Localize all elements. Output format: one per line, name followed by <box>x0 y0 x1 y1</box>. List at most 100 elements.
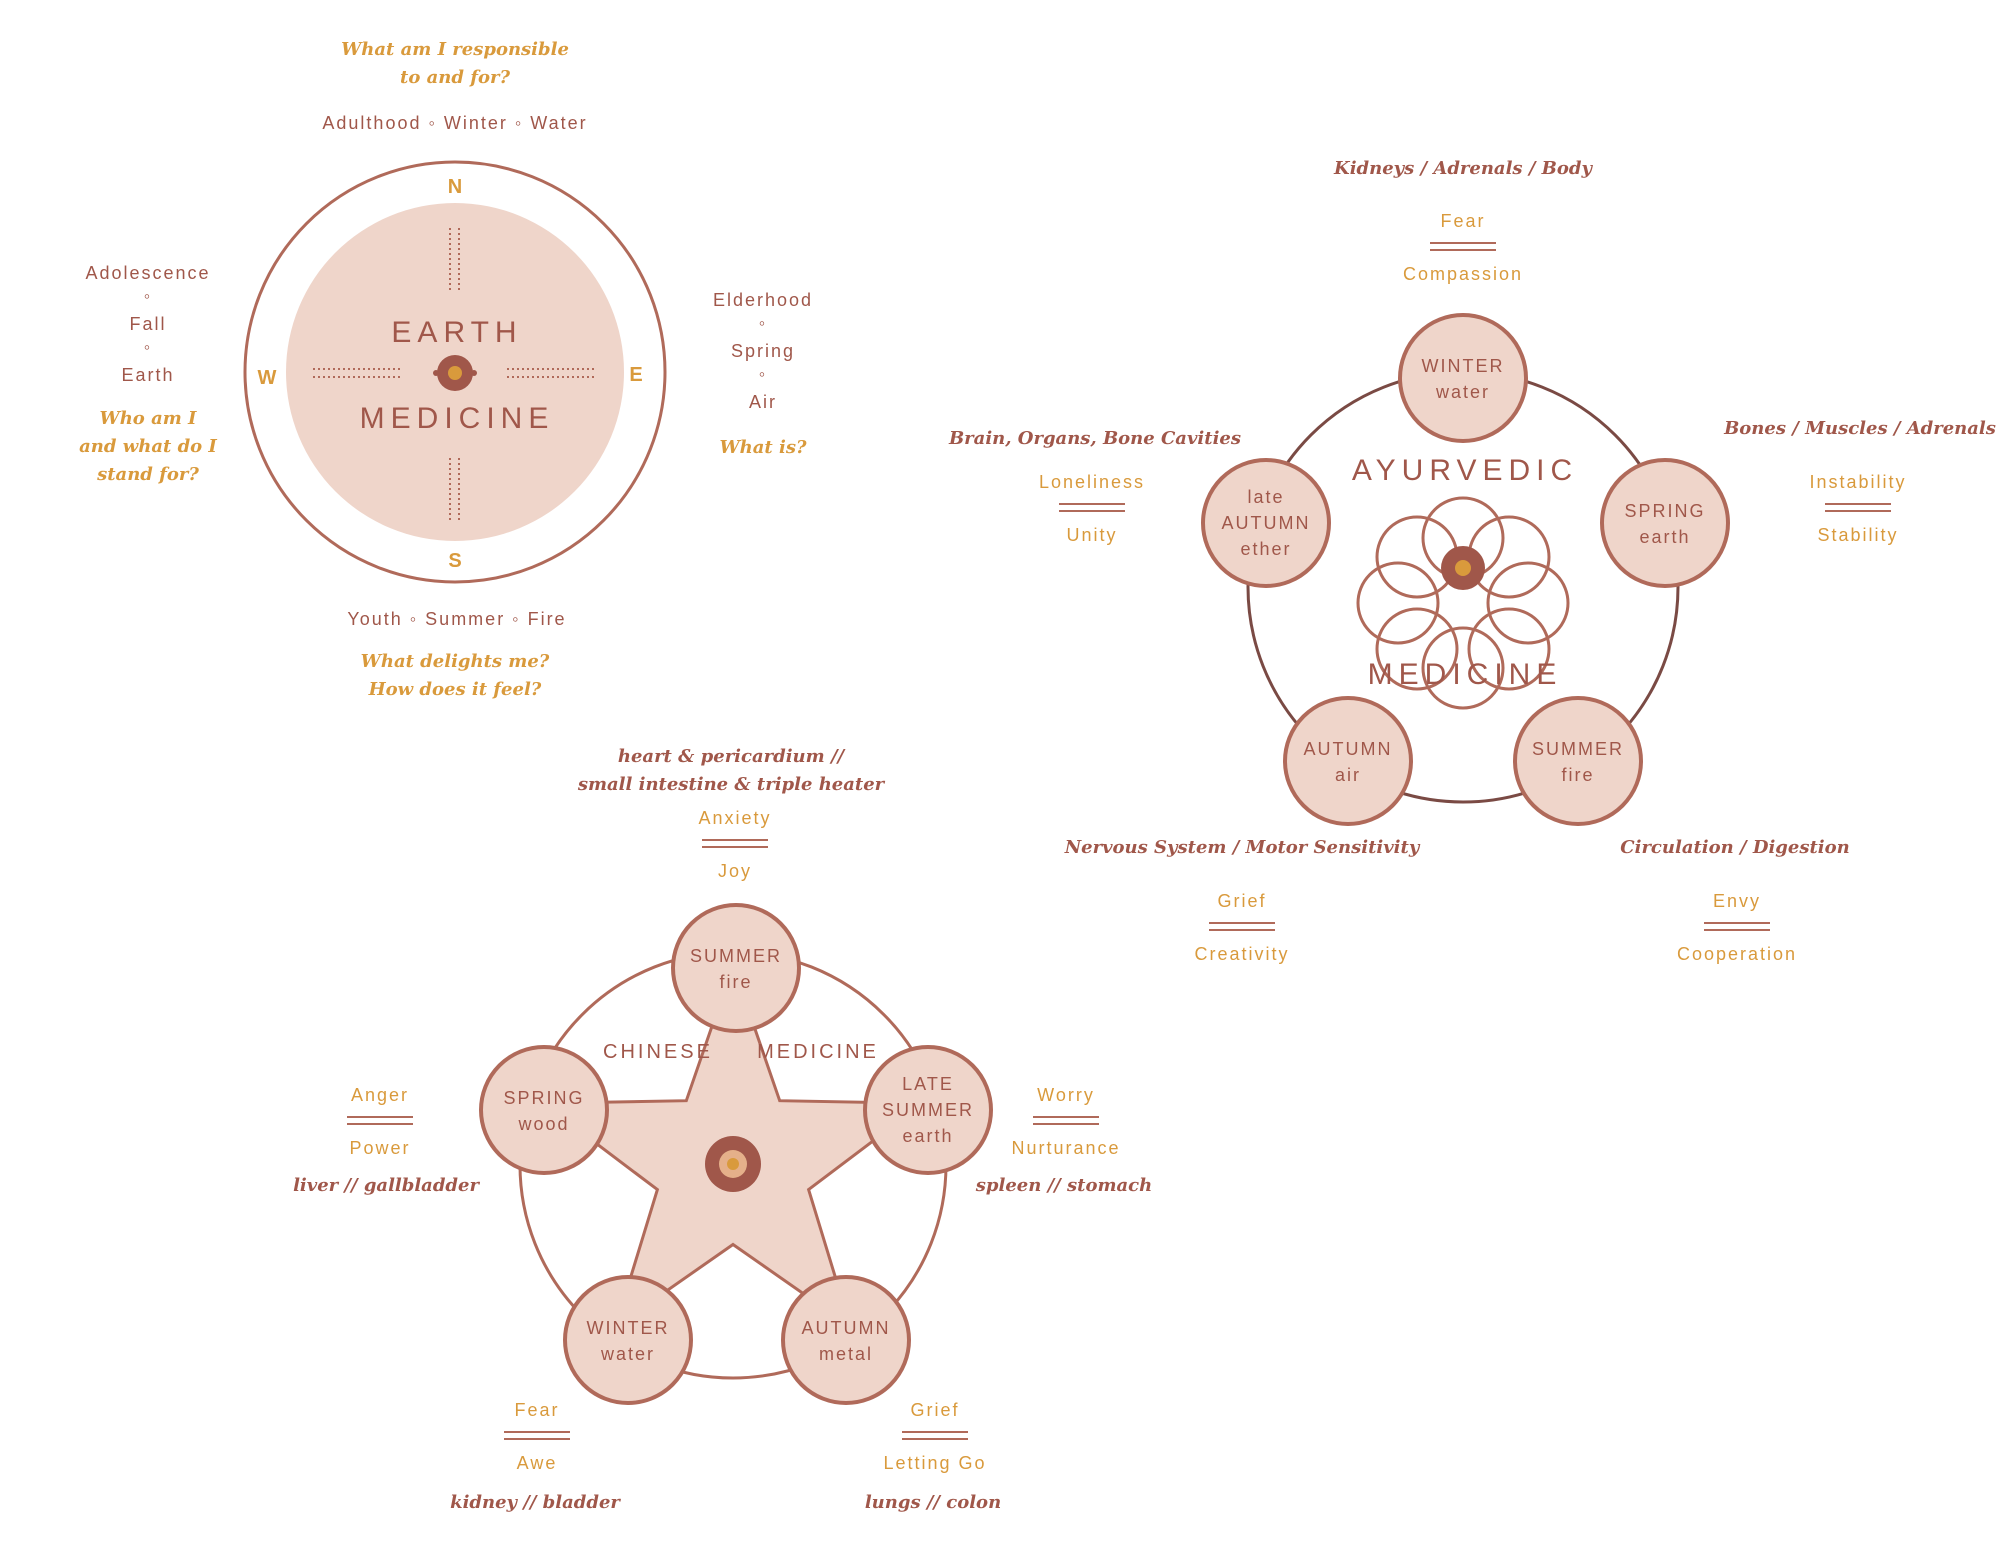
earth-north-question-1: What am I responsible <box>341 39 569 60</box>
ayurvedic-node-circle <box>1201 458 1331 588</box>
chinese-node-circle <box>671 903 801 1033</box>
earth-west-dot-2: ◦ <box>144 337 152 357</box>
ayurvedic-emotion-top: Fear <box>1440 211 1485 231</box>
earth-west-text-3: Earth <box>121 365 174 385</box>
chinese-title-left: CHINESE <box>603 1041 713 1063</box>
chinese-organ-label: spleen // stomach <box>975 1175 1152 1196</box>
ayurvedic-node-circle <box>1513 696 1643 826</box>
chinese-organ-label-2: small intestine & triple heater <box>577 774 886 795</box>
earth-south-question-2: How does it feel? <box>368 679 542 700</box>
ayurvedic-node-circle <box>1600 458 1730 588</box>
chinese-organ-label: heart & pericardium // <box>618 746 847 767</box>
earth-west-text-2: Fall <box>129 314 166 334</box>
ayurvedic-emotion-bottom: Cooperation <box>1677 944 1797 964</box>
chinese-diagram: CHINESE MEDICINE SUMMERfireLATESUMMERear… <box>293 746 1152 1513</box>
earth-north-labels: What am I responsible to and for? Adulth… <box>322 39 587 133</box>
chinese-node-element: earth <box>902 1126 953 1146</box>
chinese-emotion-top: Anxiety <box>698 808 771 828</box>
earth-west-dot-1: ◦ <box>144 286 152 306</box>
chinese-node-circle <box>863 1045 993 1175</box>
ayurvedic-organ-label: Kidneys / Adrenals / Body <box>1333 158 1593 179</box>
earth-west-question-2: and what do I <box>79 436 217 457</box>
chinese-emotion-bottom: Letting Go <box>883 1453 986 1473</box>
earth-east-text-3: Air <box>749 392 777 412</box>
earth-cross-lines <box>313 228 597 522</box>
chinese-title-right: MEDICINE <box>757 1041 879 1063</box>
ayurvedic-labels: Kidneys / Adrenals / BodyFearCompassionB… <box>948 158 1996 964</box>
earth-east-labels: Elderhood ◦ Spring ◦ Air What is? <box>713 290 813 458</box>
chinese-emotion-bottom: Nurturance <box>1011 1138 1120 1158</box>
compass-west: W <box>258 367 277 389</box>
compass-south: S <box>448 550 461 572</box>
ayurvedic-node: SPRING earth <box>1600 458 1730 588</box>
chinese-node-circle <box>479 1045 609 1175</box>
chinese-organ-label: liver // gallbladder <box>293 1175 480 1196</box>
ayurvedic-emotion-bottom: Unity <box>1066 525 1117 545</box>
chinese-node-prefix: LATE <box>902 1074 954 1094</box>
ayurvedic-emotion-top: Grief <box>1217 891 1266 911</box>
ayurvedic-node-season: AUTUMN <box>1304 739 1393 759</box>
compass-east: E <box>629 364 642 386</box>
ayurvedic-diagram: AYURVEDIC MEDICINE WINTERwaterSPRINGeart… <box>948 158 1996 964</box>
ayurvedic-node-season: SPRING <box>1624 501 1705 521</box>
ayurvedic-emotion-bottom: Stability <box>1817 525 1898 545</box>
ayurvedic-organ-label: Brain, Organs, Bone Cavities <box>948 428 1241 449</box>
ayurvedic-node-season: SUMMER <box>1532 739 1624 759</box>
chinese-node-circle <box>781 1275 911 1405</box>
ayurvedic-node-season: WINTER <box>1422 356 1505 376</box>
chinese-center-emblem <box>705 1136 761 1192</box>
chinese-label-group: heart & pericardium // small intestine & … <box>577 746 886 881</box>
ayurvedic-node-season: AUTUMN <box>1222 513 1311 533</box>
earth-east-dot-1: ◦ <box>759 313 767 333</box>
chinese-emotion-bottom: Power <box>349 1138 410 1158</box>
chinese-node-element: metal <box>819 1344 873 1364</box>
earth-east-text-2: Spring <box>731 341 795 361</box>
ayurvedic-center-emblem <box>1441 546 1485 590</box>
chinese-node: AUTUMN metal <box>781 1275 911 1405</box>
chinese-organ-label: lungs // colon <box>865 1492 1001 1513</box>
chinese-labels: heart & pericardium // small intestine & … <box>293 746 1152 1513</box>
ayurvedic-organ-label: Circulation / Digestion <box>1620 837 1849 858</box>
earth-north-text: Adulthood ◦ Winter ◦ Water <box>322 113 587 133</box>
chinese-emotion-top: Fear <box>514 1400 559 1420</box>
chinese-emotion-top: Grief <box>910 1400 959 1420</box>
earth-east-text-1: Elderhood <box>713 290 813 310</box>
chinese-emotion-top: Worry <box>1037 1085 1095 1105</box>
ayurvedic-label-group: Brain, Organs, Bone CavitiesLonelinessUn… <box>948 428 1241 545</box>
chinese-node-season: WINTER <box>587 1318 670 1338</box>
ayurvedic-organ-label: Bones / Muscles / Adrenals <box>1723 418 1996 439</box>
earth-west-text-1: Adolescence <box>85 263 210 283</box>
ayurvedic-node-element: ether <box>1240 539 1291 559</box>
ayurvedic-node-prefix: late <box>1247 487 1284 507</box>
earth-south-labels: Youth ◦ Summer ◦ Fire What delights me? … <box>347 609 566 700</box>
ayurvedic-emotion-top: Instability <box>1809 472 1906 492</box>
chinese-node-season: AUTUMN <box>802 1318 891 1338</box>
earth-title-line2: MEDICINE <box>360 402 555 435</box>
earth-medicine-wheel: EARTH MEDICINE N S E W <box>243 160 667 584</box>
chinese-node: WINTER water <box>563 1275 693 1405</box>
ayurvedic-node-element: earth <box>1639 527 1690 547</box>
ayurvedic-title-line1: AYURVEDIC <box>1352 454 1578 487</box>
earth-south-text: Youth ◦ Summer ◦ Fire <box>347 609 566 629</box>
chinese-node-element: water <box>600 1344 655 1364</box>
chinese-node-season: SPRING <box>503 1088 584 1108</box>
ayurvedic-flower-emblem <box>1356 496 1570 710</box>
chinese-organ-label: kidney // bladder <box>450 1492 621 1513</box>
earth-west-labels: Adolescence ◦ Fall ◦ Earth Who am I and … <box>79 263 217 485</box>
chinese-node-season: SUMMER <box>690 946 782 966</box>
chinese-nodes: SUMMERfireLATESUMMERearthAUTUMNmetalWINT… <box>479 903 993 1405</box>
chinese-emotion-bottom: Awe <box>517 1453 558 1473</box>
earth-west-question-3: stand for? <box>96 464 199 485</box>
